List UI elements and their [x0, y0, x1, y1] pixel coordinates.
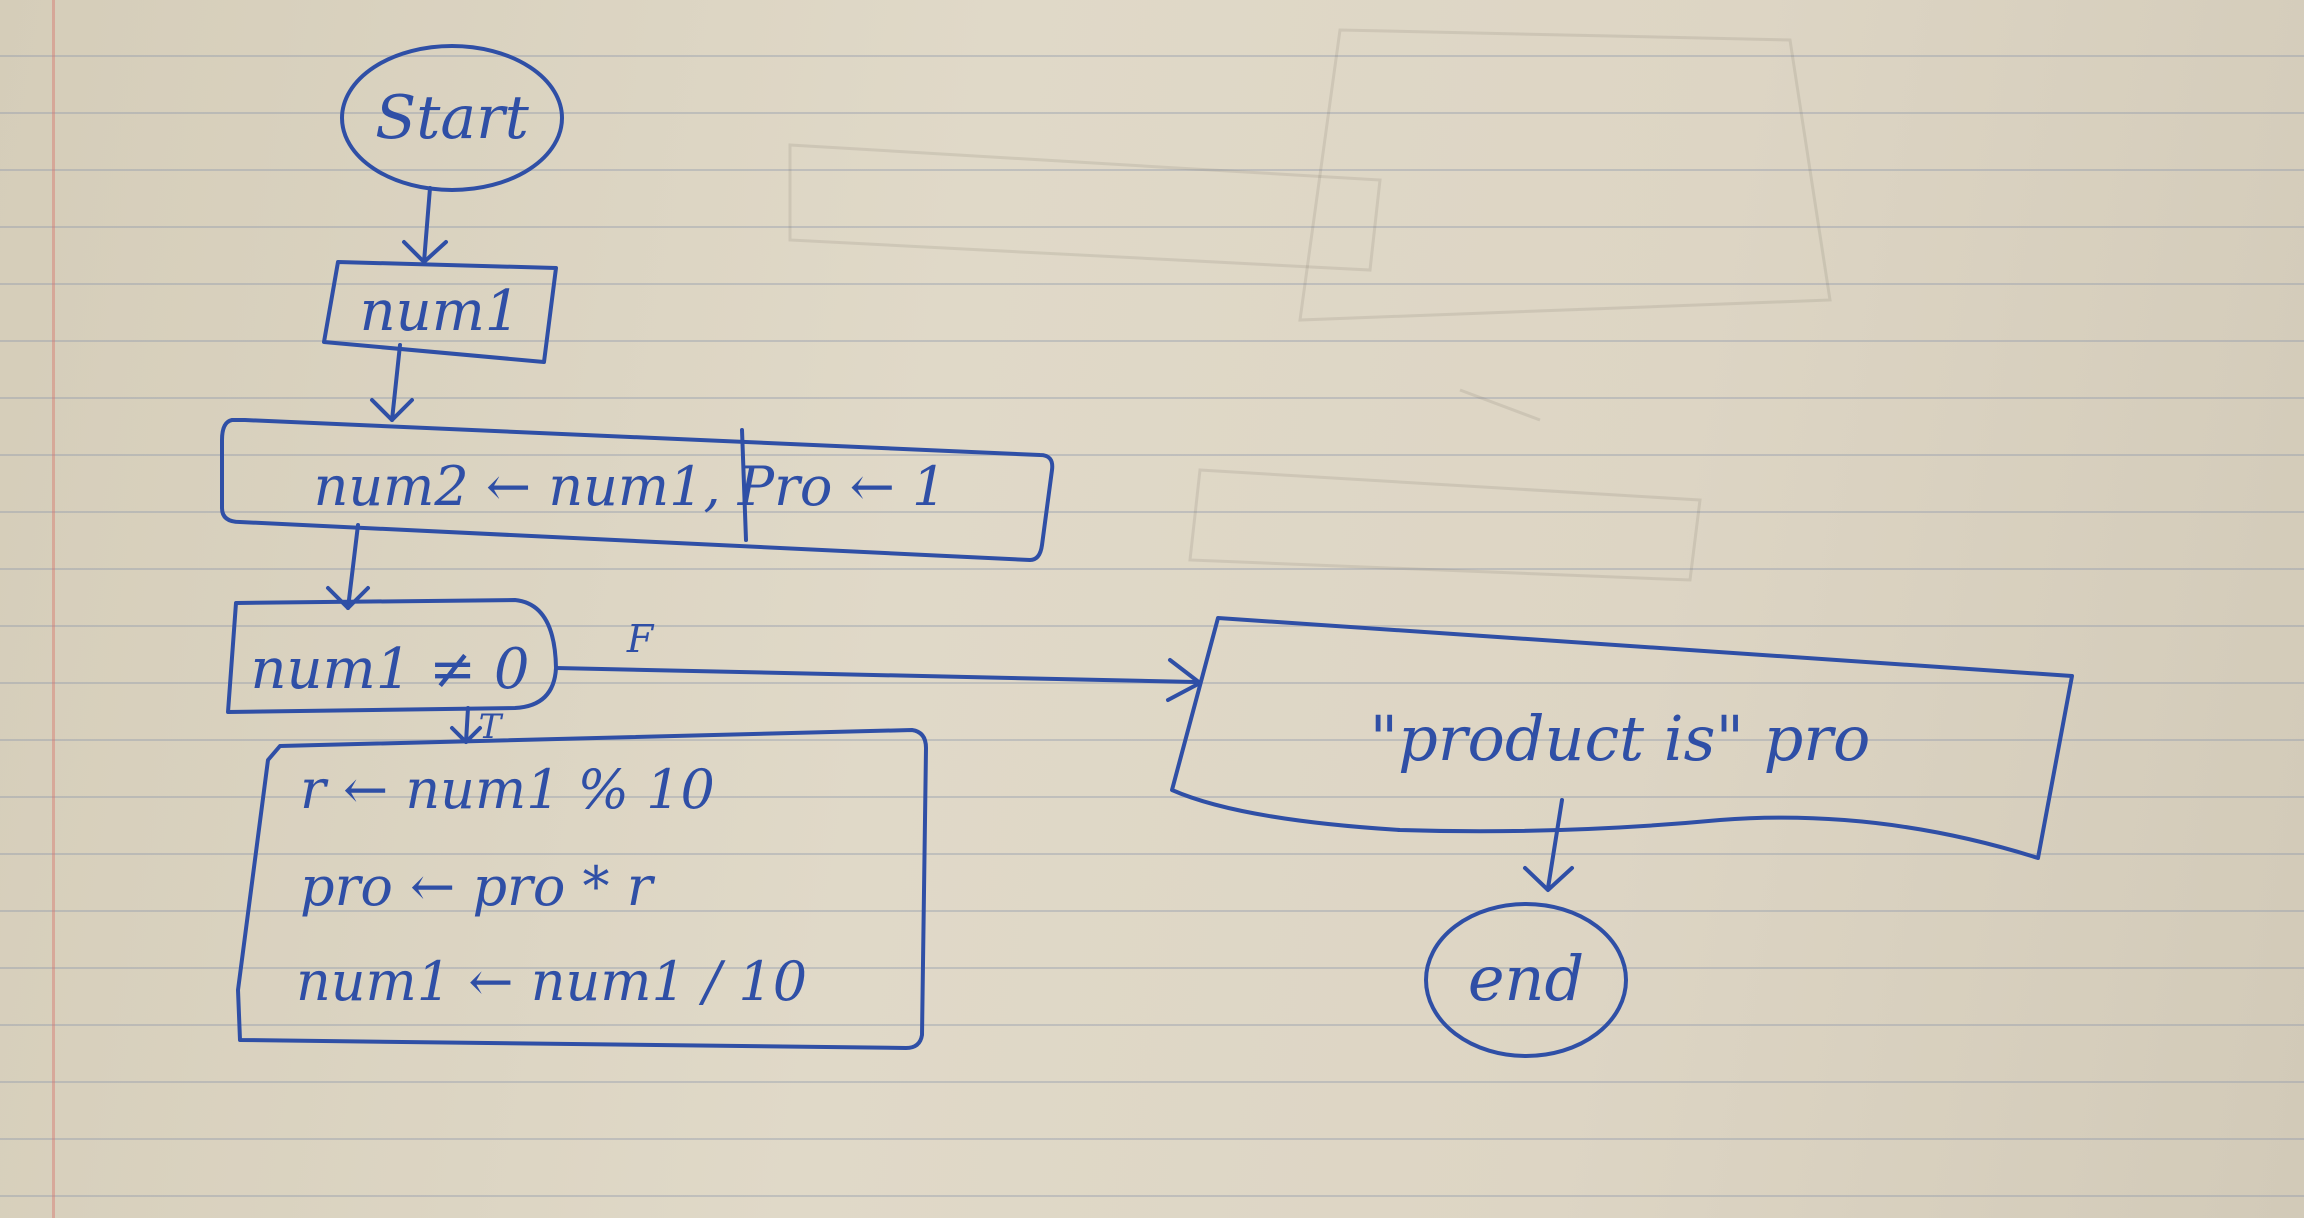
input-box	[322, 260, 558, 364]
loop-line-2: pro ← pro * r	[300, 855, 656, 918]
false-label: F	[626, 617, 655, 661]
input-label: num1	[360, 279, 521, 344]
output-document-box	[1170, 616, 2074, 860]
loop-body-box	[236, 728, 928, 1050]
arrowhead-output-to-end	[1523, 866, 1574, 892]
arrow-start-to-input	[422, 186, 432, 264]
arrow-output-to-end	[1546, 798, 1564, 890]
init-divider	[740, 428, 748, 542]
start-label: Start	[375, 83, 530, 153]
arrowhead-init-to-condition	[326, 586, 370, 610]
init-process-box	[220, 418, 1055, 562]
output-label: "product is" pro	[1370, 702, 1871, 775]
end-label: end	[1468, 942, 1584, 1015]
arrowhead-start-to-input	[402, 240, 448, 264]
bleed-through-marks	[788, 28, 1832, 582]
arrow-false-branch	[554, 666, 1197, 684]
margin-line	[52, 0, 55, 1218]
arrowhead-input-to-init	[370, 398, 414, 422]
loop-line-3: num1 ← num1 / 10	[296, 950, 807, 1013]
arrow-true-branch	[464, 706, 470, 744]
arrow-init-to-condition	[346, 523, 360, 610]
start-terminator	[340, 44, 564, 192]
init-label: num2 ← num1, Pro ← 1	[314, 455, 947, 518]
loop-line-1: r ← num1 % 10	[300, 758, 715, 821]
condition-label: num1 ≠ 0	[250, 637, 529, 702]
arrow-input-to-init	[390, 343, 402, 422]
end-terminator	[1424, 902, 1628, 1058]
